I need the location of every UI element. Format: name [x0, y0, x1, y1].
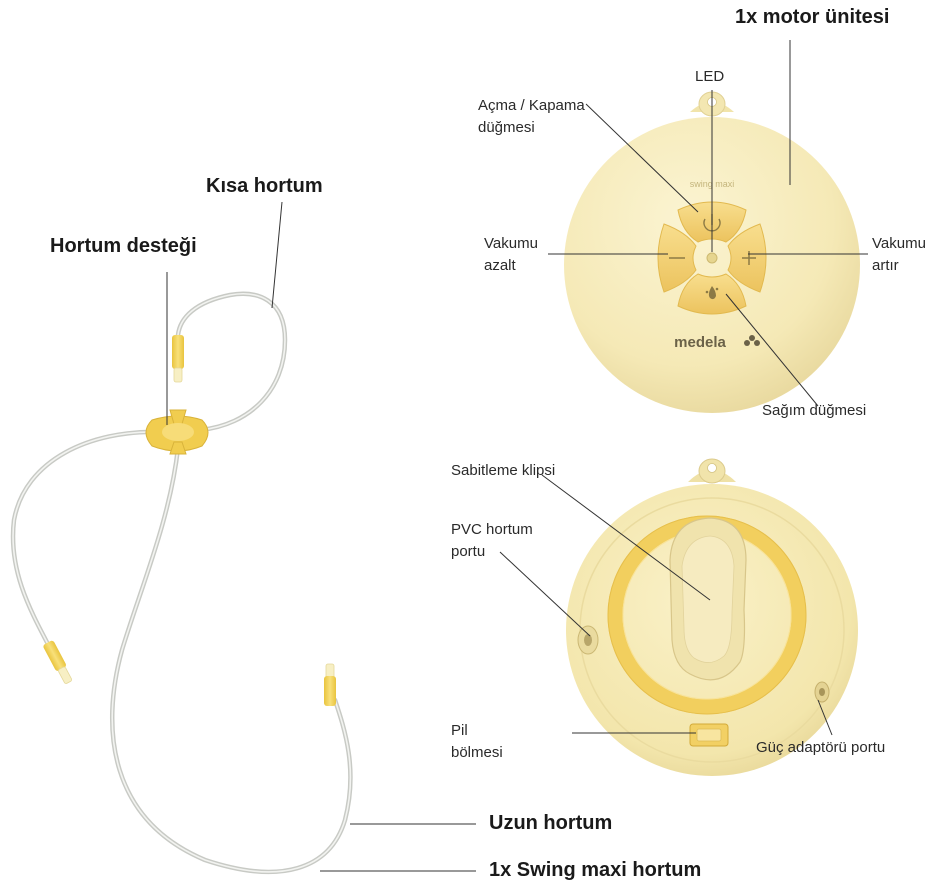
tubing-set: [13, 294, 350, 872]
motor-unit-back: [566, 459, 858, 776]
label-short-tube: Kısa hortum: [206, 173, 323, 199]
svg-text:medela: medela: [674, 334, 726, 351]
label-power-adapter-port: Güç adaptörü portu: [756, 737, 885, 759]
tube-support-hub: [146, 410, 208, 454]
label-tube-support: Hortum desteği: [50, 233, 197, 259]
label-long-tube: Uzun hortum: [489, 810, 612, 836]
long-tube: [112, 448, 350, 872]
battery-compartment: [690, 724, 728, 746]
label-motor-unit: 1x motor ünitesi: [735, 4, 889, 30]
long-tube-connector: [324, 664, 336, 706]
left-tube-connector: [42, 640, 74, 685]
short-tube: [178, 294, 285, 430]
short-tube-connector: [172, 335, 184, 382]
label-fixing-clip: Sabitleme klipsi: [451, 460, 555, 482]
left-tube: [13, 432, 160, 648]
label-tubing-set: 1x Swing maxi hortum: [489, 857, 701, 883]
led-indicator: [707, 253, 717, 263]
label-expression-button: Sağım düğmesi: [762, 400, 866, 422]
label-led: LED: [695, 66, 724, 88]
